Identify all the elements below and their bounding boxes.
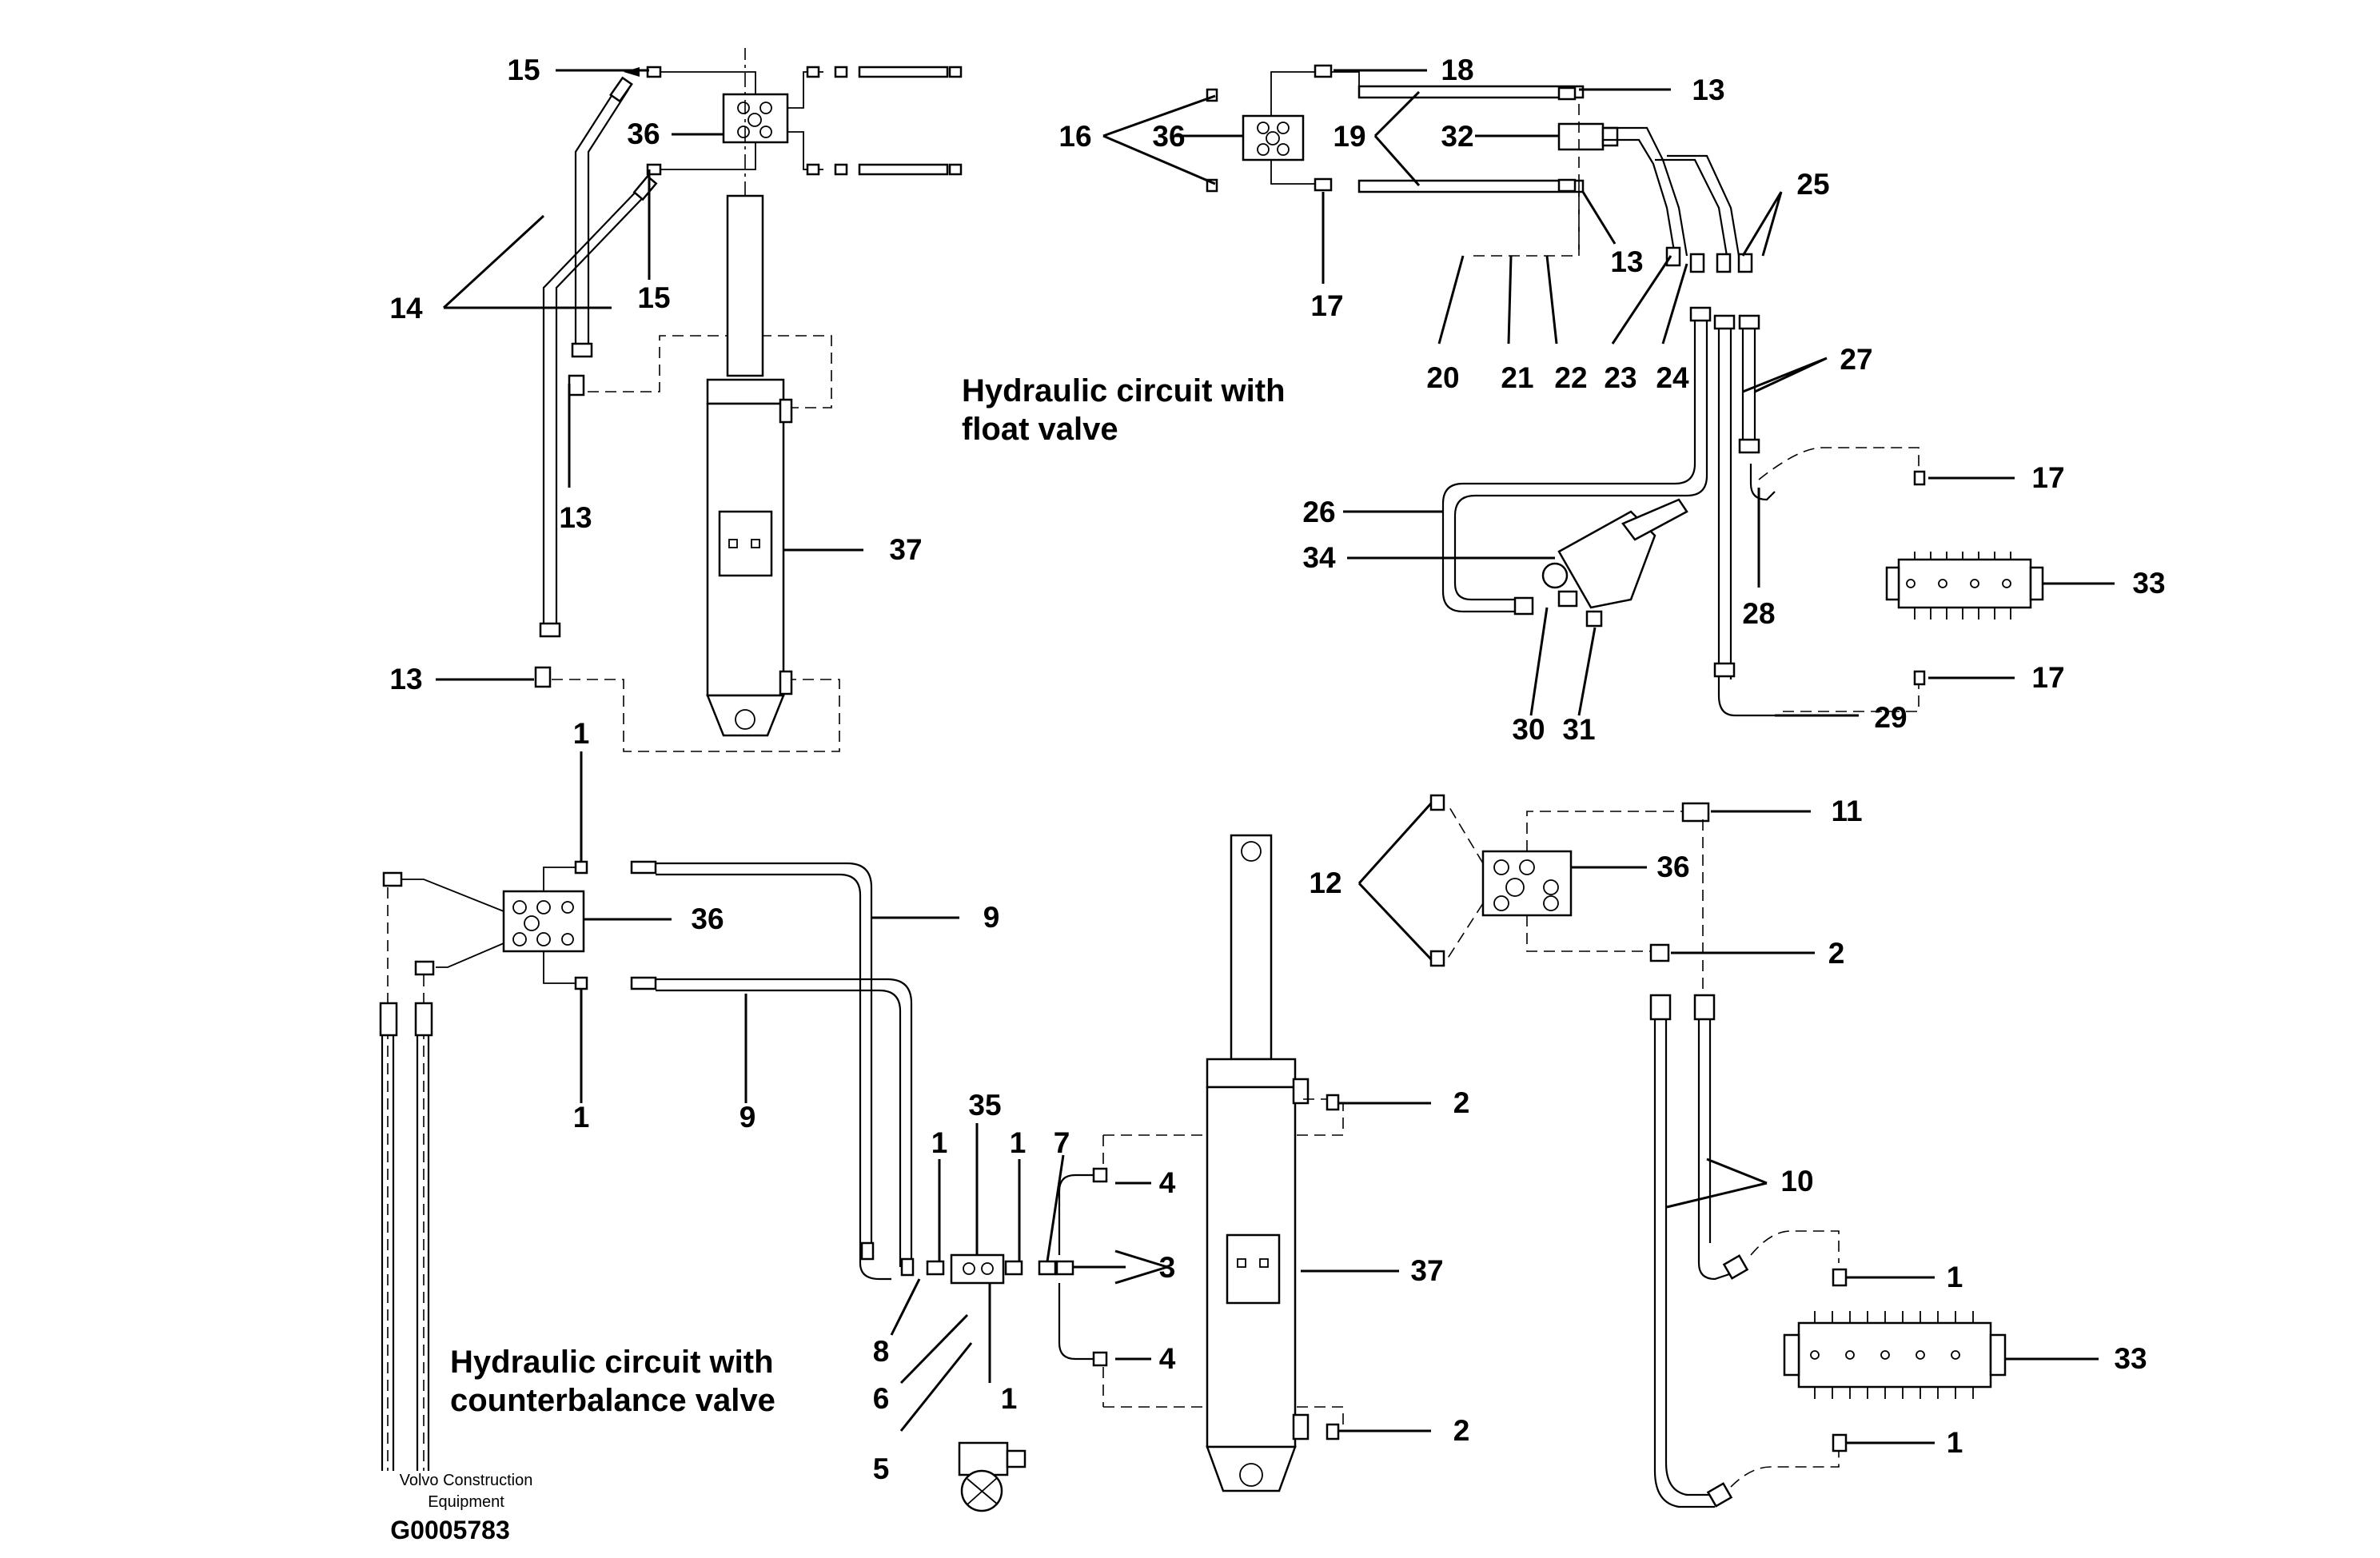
callout-label: 9 (740, 1101, 756, 1134)
callout-label: 1 (1010, 1126, 1027, 1159)
callout-label: 31 (1562, 713, 1595, 746)
callout-label: 17 (2031, 661, 2064, 694)
callout-label: 14 (389, 292, 423, 325)
callout-label: 13 (559, 501, 592, 534)
counterbalance-title-line1: Hydraulic circuit with (450, 1345, 774, 1380)
callout-label: 17 (2031, 461, 2064, 494)
top-right-lever-valve (1541, 498, 1688, 628)
callout-label: 4 (1159, 1342, 1176, 1375)
float-valve-title-line1: Hydraulic circuit with (962, 373, 1286, 408)
callout-label: 33 (2114, 1342, 2147, 1375)
callout-label: 20 (1426, 361, 1459, 394)
callout-label: 18 (1441, 54, 1473, 86)
callout-label: 8 (873, 1335, 890, 1368)
top-left-short-hoses (806, 66, 963, 176)
callout-label: 19 (1333, 120, 1365, 153)
top-right-valve-block (1242, 114, 1305, 161)
top-right-control-valve (1885, 552, 2044, 620)
callout-label: 1 (1001, 1382, 1018, 1415)
callout-label: 16 (1058, 120, 1091, 153)
callout-label: 28 (1742, 597, 1775, 630)
bottom-left-counterbalance-valve (926, 1253, 1074, 1285)
callout-label: 6 (873, 1382, 890, 1415)
callout-label: 22 (1554, 361, 1587, 394)
bottom-right-assembly (1429, 794, 2007, 1508)
bottom-left-bent-pipes (656, 862, 915, 1281)
callout-label: 13 (389, 663, 422, 695)
callout-label: 36 (1656, 851, 1689, 883)
top-right-float-valve (1557, 122, 1619, 151)
callout-label: 30 (1512, 713, 1545, 746)
callout-label: 37 (1410, 1254, 1443, 1287)
callout-label: 13 (1610, 245, 1643, 278)
callout-label: 5 (873, 1452, 890, 1485)
callout-label: 12 (1309, 867, 1341, 899)
top-left-bent-hoses (539, 76, 658, 638)
leader-lines (436, 67, 2115, 1444)
top-left-assembly (534, 48, 963, 752)
callout-label: 23 (1604, 361, 1636, 394)
counterbalance-title-line2: counterbalance valve (450, 1383, 775, 1418)
callout-label: 10 (1780, 1165, 1813, 1197)
callout-label: 2 (1828, 937, 1845, 970)
callout-label: 1 (573, 1101, 590, 1134)
callout-label: 1 (1947, 1261, 1963, 1293)
callout-label: 36 (627, 118, 660, 150)
callout-label: 1 (1947, 1426, 1963, 1459)
callout-label: 35 (968, 1089, 1001, 1122)
top-right-assembly (1206, 64, 2044, 717)
callout-label: 1 (573, 717, 590, 750)
bottom-right-hoses (1649, 994, 1749, 1508)
callout-label: 36 (691, 903, 724, 935)
top-left-cylinder (706, 194, 793, 737)
top-right-long-hoses (1441, 306, 1776, 717)
callout-label: 2 (1453, 1086, 1470, 1119)
callout-numbers: 15 36 15 14 13 37 13 18 13 16 36 19 32 2… (389, 54, 2165, 1485)
callout-label: 32 (1441, 120, 1473, 153)
bottom-right-valve-block (1481, 850, 1573, 917)
callout-label: 36 (1152, 120, 1185, 153)
credit-line1: Volvo Construction (400, 1472, 533, 1489)
bottom-right-control-valve (1783, 1311, 2007, 1399)
callout-label: 13 (1692, 74, 1724, 106)
bottom-left-cylinder (1206, 834, 1310, 1492)
top-left-valve-block (722, 93, 789, 144)
drawing-id: G0005783 (390, 1516, 509, 1544)
callout-label: 7 (1054, 1126, 1070, 1159)
callout-label: 34 (1302, 541, 1336, 574)
bottom-left-assembly (379, 834, 1344, 1512)
callout-label: 37 (889, 533, 922, 566)
callout-label: 27 (1840, 343, 1872, 376)
bottom-left-solenoid (958, 1441, 1027, 1512)
bottom-left-valve-block (502, 890, 585, 953)
callout-label: 21 (1501, 361, 1533, 394)
callout-label: 3 (1159, 1251, 1176, 1284)
callout-label: 4 (1159, 1166, 1176, 1199)
callout-label: 33 (2132, 567, 2165, 600)
callout-label: 25 (1796, 168, 1829, 201)
callout-label: 15 (507, 54, 540, 86)
callout-label: 15 (637, 281, 670, 314)
callout-label: 17 (1310, 289, 1343, 322)
callout-label: 1 (931, 1126, 948, 1159)
callout-label: 29 (1874, 701, 1907, 734)
callout-label: 26 (1302, 496, 1335, 528)
credit-line2: Equipment (428, 1493, 504, 1511)
callout-label: 9 (983, 901, 1000, 934)
callout-label: 2 (1453, 1414, 1470, 1447)
callout-label: 24 (1656, 361, 1689, 394)
callout-label: 11 (1831, 795, 1862, 827)
float-valve-title-line2: float valve (962, 412, 1118, 447)
